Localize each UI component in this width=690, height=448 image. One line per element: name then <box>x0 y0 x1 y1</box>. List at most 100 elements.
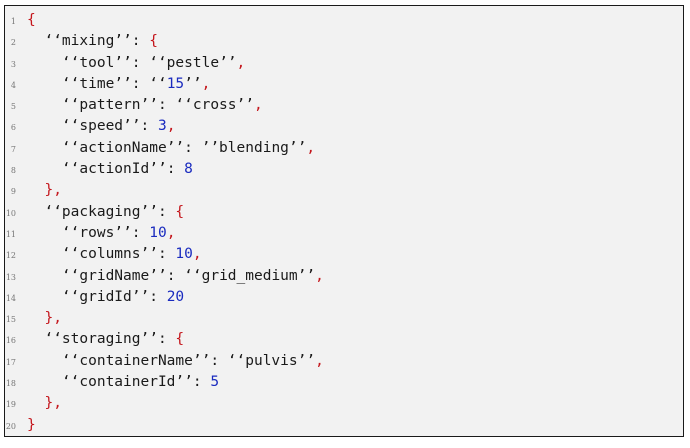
line-text: ‘‘mixing’’: { <box>27 31 158 52</box>
line-number: 11 <box>5 229 16 239</box>
code-line: 10 ‘‘packaging’’: { <box>5 202 683 223</box>
line-text: ‘‘containerName’’: ‘‘pulvis’’, <box>27 351 324 372</box>
line-text: ‘‘tool’’: ‘‘pestle’’, <box>27 53 245 74</box>
code-punct-token: { <box>175 331 185 348</box>
code-text-token: : ‘‘pulvis’’ <box>210 352 316 369</box>
code-text-token: ‘‘storaging’’ <box>27 331 158 348</box>
line-text: } <box>27 415 36 436</box>
code-number-token: 15 <box>166 75 185 92</box>
code-line: 15 }, <box>5 308 683 329</box>
code-text-token: : ‘‘grid_medium’’ <box>166 267 316 284</box>
line-number: 16 <box>5 336 16 346</box>
code-line: 12 ‘‘columns’’: 10, <box>5 244 683 265</box>
line-text: }, <box>27 393 62 414</box>
line-text: ‘‘packaging’’: { <box>27 202 184 223</box>
code-text-token: : ‘‘ <box>131 75 167 92</box>
line-number: 14 <box>5 293 16 303</box>
code-number-token: 10 <box>175 246 193 263</box>
code-punct-token: , <box>253 97 263 114</box>
code-text-token: : <box>166 161 185 178</box>
code-punct-token: { <box>149 33 158 50</box>
code-line: 17 ‘‘containerName’’: ‘‘pulvis’’, <box>5 351 683 372</box>
code-text-token: ‘‘gridName’’ <box>27 267 167 284</box>
code-text-token: : <box>131 224 150 241</box>
code-punct-token: , <box>306 139 316 156</box>
line-number: 3 <box>10 59 16 69</box>
code-line: 6 ‘‘speed’’: 3, <box>5 116 683 137</box>
line-number: 19 <box>5 400 16 410</box>
line-number: 17 <box>5 357 16 367</box>
code-text-token: ‘‘containerId’’ <box>27 374 193 391</box>
line-number: 18 <box>5 379 16 389</box>
code-line: 13 ‘‘gridName’’: ‘‘grid_medium’’, <box>5 266 683 287</box>
code-line: 1{ <box>5 10 683 31</box>
code-line: 16 ‘‘storaging’’: { <box>5 329 683 350</box>
line-text: ‘‘speed’’: 3, <box>27 116 176 137</box>
code-punct-token: , <box>166 224 176 241</box>
line-number: 4 <box>10 80 16 90</box>
code-text-token: : ‘‘pestle’’ <box>131 54 237 71</box>
code-text-token: : ‘‘cross’’ <box>157 97 254 114</box>
line-number: 2 <box>10 38 16 48</box>
code-text-token: : ’’blending’’ <box>184 139 307 156</box>
line-number: 1 <box>10 17 16 26</box>
code-line: 14 ‘‘gridId’’: 20 <box>5 287 683 308</box>
line-number: 10 <box>5 208 16 218</box>
code-number-token: 3 <box>157 118 167 135</box>
code-line: 11 ‘‘rows’’: 10, <box>5 223 683 244</box>
code-line: 18 ‘‘containerId’’: 5 <box>5 372 683 393</box>
code-text-token: ‘‘containerName’’ <box>27 352 211 369</box>
line-text: ‘‘actionId’’: 8 <box>27 159 193 180</box>
code-punct-token: , <box>201 75 211 92</box>
code-punct-token: } <box>27 416 36 433</box>
code-line: 20} <box>5 415 683 436</box>
line-number: 7 <box>10 144 16 154</box>
line-text: ‘‘gridName’’: ‘‘grid_medium’’, <box>27 266 324 287</box>
line-text: ‘‘storaging’’: { <box>27 329 184 350</box>
code-line: 7 ‘‘actionName’’: ’’blending’’, <box>5 138 683 159</box>
code-number-token: 8 <box>184 161 193 178</box>
code-text-token: : <box>157 203 176 220</box>
code-number-token: 20 <box>166 288 185 305</box>
line-text: ‘‘containerId’’: 5 <box>27 372 219 393</box>
code-text-token: : <box>157 331 176 348</box>
code-punct-token: { <box>27 12 36 28</box>
line-text: ‘‘rows’’: 10, <box>27 223 176 244</box>
line-text: { <box>27 10 36 31</box>
code-line: 2 ‘‘mixing’’: { <box>5 31 683 52</box>
line-number: 8 <box>10 166 16 176</box>
line-text: ‘‘actionName’’: ’’blending’’, <box>27 138 315 159</box>
code-text-token: : <box>131 33 150 50</box>
code-text-token: : <box>149 288 167 305</box>
code-text-token: ’’ <box>184 75 202 92</box>
code-number-token: 10 <box>149 224 167 241</box>
code-punct-token: }, <box>27 310 62 327</box>
line-number: 20 <box>5 421 16 431</box>
code-listing: 1{2 ‘‘mixing’’: {3 ‘‘tool’’: ‘‘pestle’’,… <box>4 5 684 437</box>
code-text-token: ‘‘speed’’ <box>27 118 141 135</box>
code-punct-token: , <box>315 267 324 284</box>
code-line: 8 ‘‘actionId’’: 8 <box>5 159 683 180</box>
line-text: }, <box>27 308 62 329</box>
line-number: 6 <box>10 123 16 133</box>
code-number-token: 5 <box>210 374 220 391</box>
line-number: 9 <box>10 187 16 197</box>
code-text-token: : <box>192 374 211 391</box>
code-punct-token: }, <box>27 395 62 412</box>
code-punct-token: }, <box>27 182 62 199</box>
code-line: 4 ‘‘time’’: ‘‘15’’, <box>5 74 683 95</box>
code-punct-token: { <box>175 203 185 220</box>
code-text-token: ‘‘tool’’ <box>27 54 132 71</box>
code-text-token: ‘‘pattern’’ <box>27 97 158 114</box>
code-line: 19 }, <box>5 393 683 414</box>
line-text: ‘‘time’’: ‘‘15’’, <box>27 74 210 95</box>
code-text-token: : <box>140 118 158 135</box>
code-punct-token: , <box>166 118 176 135</box>
code-text-token: ‘‘mixing’’ <box>27 33 132 50</box>
code-text-token: ‘‘actionName’’ <box>27 139 185 156</box>
line-text: }, <box>27 180 62 201</box>
code-punct-token: , <box>236 54 246 71</box>
code-text-token: ‘‘columns’’ <box>27 246 158 263</box>
code-punct-token: , <box>315 352 324 369</box>
line-text: ‘‘columns’’: 10, <box>27 244 202 265</box>
